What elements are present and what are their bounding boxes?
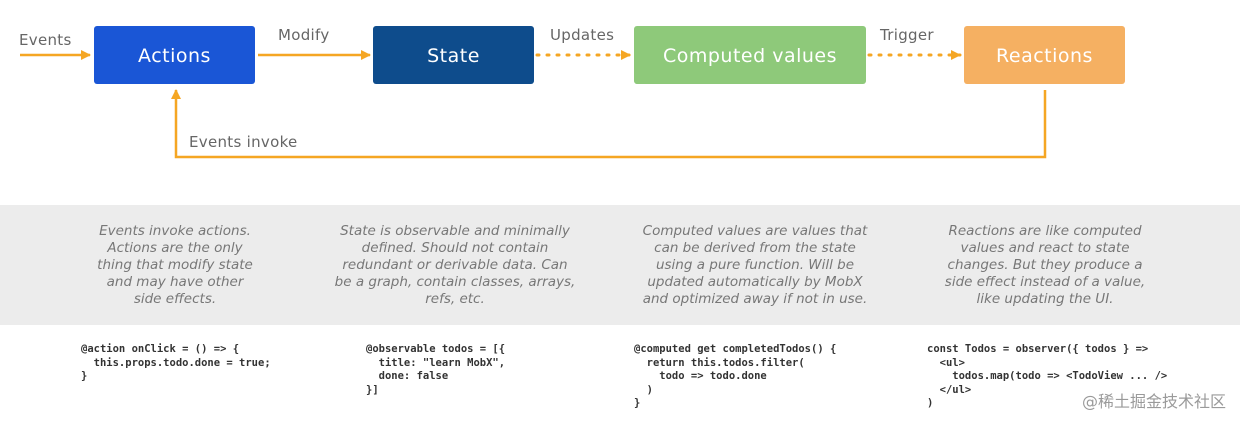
state-box bbox=[373, 26, 534, 84]
actions-description: Events invoke actions. Actions are the o… bbox=[97, 223, 253, 307]
events-label: Events bbox=[19, 31, 72, 49]
state-label: State bbox=[427, 45, 480, 67]
computed-description: Computed values are values that can be d… bbox=[642, 223, 868, 307]
description-band bbox=[0, 205, 1240, 325]
computed-code: @computed get completedTodos() { return … bbox=[634, 343, 837, 409]
events-invoke-label: Events invoke bbox=[189, 133, 298, 151]
state-description: State is observable and minimally define… bbox=[334, 223, 576, 307]
flow-diagram: Events Actions Modify State Updates Comp… bbox=[19, 26, 1125, 159]
events-invoke-arrow bbox=[171, 89, 1047, 159]
reactions-code: const Todos = observer({ todos } => <ul>… bbox=[927, 343, 1168, 409]
actions-label: Actions bbox=[138, 45, 211, 67]
modify-label: Modify bbox=[278, 26, 330, 44]
computed-label: Computed values bbox=[663, 45, 837, 67]
updates-label: Updates bbox=[550, 26, 614, 44]
trigger-label: Trigger bbox=[879, 26, 934, 44]
state-code: @observable todos = [{ title: "learn Mob… bbox=[366, 343, 506, 396]
watermark: @稀土掘金技术社区 bbox=[1081, 392, 1226, 411]
reactions-description: Reactions are like computed values and r… bbox=[944, 223, 1146, 307]
computed-box bbox=[634, 26, 866, 84]
actions-code: @action onClick = () => { this.props.tod… bbox=[81, 343, 271, 382]
actions-box bbox=[94, 26, 255, 84]
reactions-box bbox=[964, 26, 1125, 84]
reactions-label: Reactions bbox=[996, 45, 1093, 67]
